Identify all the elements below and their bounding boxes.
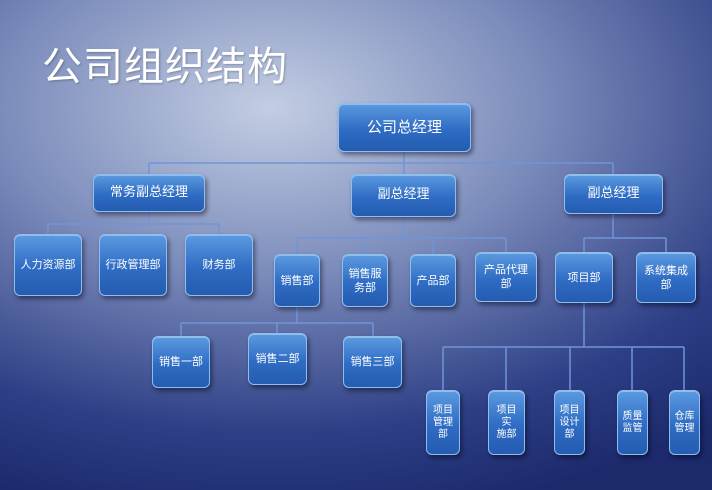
node-project-design[interactable]: 项目 设计 部 [554, 390, 585, 455]
node-system-integration-dept[interactable]: 系统集成 部 [636, 252, 696, 303]
node-product-agent-dept[interactable]: 产品代理部 [475, 252, 537, 302]
node-product-dept[interactable]: 产品部 [410, 254, 456, 307]
node-sales-2[interactable]: 销售二部 [248, 333, 307, 385]
node-sales-service-dept[interactable]: 销售服 务部 [342, 254, 388, 307]
node-hr-dept[interactable]: 人力资源部 [14, 234, 82, 296]
node-quality[interactable]: 质量 监管 [617, 390, 648, 455]
node-ceo[interactable]: 公司总经理 [338, 103, 471, 152]
node-finance-dept[interactable]: 财务部 [185, 234, 253, 296]
node-vp-projects[interactable]: 副总经理 [564, 174, 663, 214]
node-project-impl[interactable]: 项目实 施部 [488, 390, 525, 455]
node-vp-sales[interactable]: 副总经理 [351, 174, 456, 217]
node-warehouse[interactable]: 仓库 管理 [669, 390, 700, 455]
page-title: 公司组织结构 [42, 44, 288, 90]
node-sales-1[interactable]: 销售一部 [152, 336, 210, 388]
node-sales-3[interactable]: 销售三部 [343, 336, 402, 388]
node-project-dept[interactable]: 项目部 [555, 252, 613, 303]
node-project-mgmt[interactable]: 项目 管理 部 [426, 390, 460, 455]
node-sales-dept[interactable]: 销售部 [274, 254, 320, 307]
node-vp-exec[interactable]: 常务副总经理 [93, 174, 205, 212]
node-admin-dept[interactable]: 行政管理部 [99, 234, 167, 296]
